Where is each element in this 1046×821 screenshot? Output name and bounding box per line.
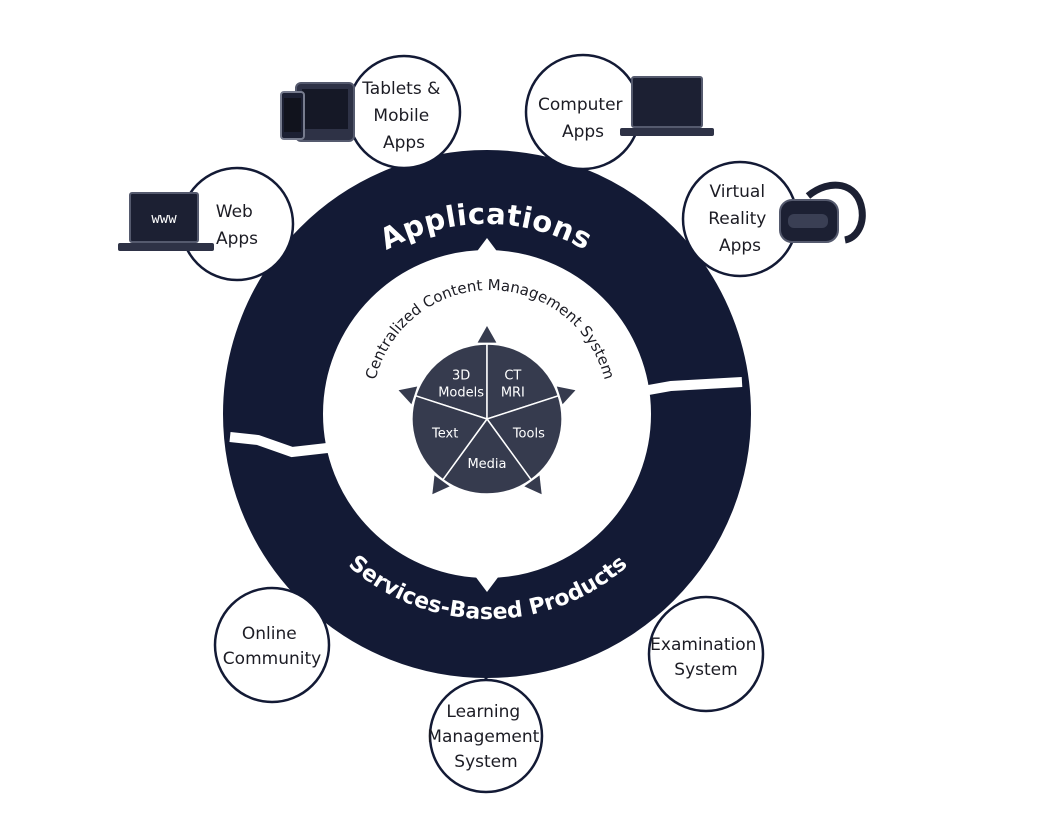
tablet-phone-icon	[280, 82, 355, 142]
vertex-arrow-icon	[524, 475, 542, 495]
service-exam-line2: System	[674, 660, 737, 680]
app-vr-line1: Virtual	[710, 182, 766, 202]
app-bubble-tablets-text: Tablets & Mobile Apps	[361, 79, 446, 153]
app-tablets-line1: Tablets &	[361, 79, 440, 99]
service-community-line2: Community	[223, 649, 321, 669]
www-text: www	[151, 211, 177, 227]
service-bubble-lms: Learning Management System	[427, 678, 544, 794]
ring-gap-left	[229, 432, 346, 458]
cms-slice-label-line2: Models	[438, 385, 484, 400]
app-tablets-line2: Mobile	[373, 106, 429, 126]
laptop-icon	[620, 76, 714, 136]
cms-core: Centralized Content Management System 3D…	[362, 276, 618, 495]
cms-slice-label-line1: 3D	[452, 368, 470, 383]
cms-slice-label-line1: CT	[504, 368, 521, 383]
down-arrow-icon	[475, 560, 499, 592]
app-computer-line1: Computer	[538, 95, 623, 115]
outer-ring: Applications Services-Based Products	[223, 150, 751, 678]
cms-slice-label: 3D Models	[438, 368, 484, 400]
cms-slice	[411, 394, 489, 481]
cms-slice	[486, 343, 560, 421]
service-exam-line1: Examination	[650, 635, 756, 655]
app-bubble-vr-text: Virtual Reality Apps	[708, 182, 772, 256]
service-exam-text: Examination System	[650, 635, 762, 680]
app-vr-line2: Reality	[708, 209, 766, 229]
service-community-text: Online Community	[223, 624, 321, 669]
app-tablets-line3: Apps	[383, 133, 425, 153]
app-web-line2: Apps	[216, 229, 258, 249]
app-bubble-web: Web Apps	[179, 166, 295, 282]
app-vr-line3: Apps	[719, 236, 761, 256]
service-lms-line1: Learning	[446, 702, 520, 722]
app-bubble-computer: Computer Apps	[524, 53, 642, 171]
vr-headset-icon	[779, 181, 866, 244]
ring-gap-right	[631, 377, 743, 398]
cms-slice	[441, 417, 533, 495]
app-bubble-web-text: Web Apps	[216, 202, 258, 249]
service-lms-line3: System	[454, 752, 517, 772]
up-arrow-icon	[475, 238, 499, 268]
app-bubble-computer-text: Computer Apps	[538, 95, 628, 142]
service-community-line1: Online	[242, 624, 297, 644]
cms-slice-label: Media	[467, 457, 506, 472]
app-bubble-tablets: Tablets & Mobile Apps	[346, 54, 462, 170]
service-lms-line2: Management	[427, 727, 539, 747]
vertex-arrow-icon	[477, 326, 497, 343]
laptop-www-icon: www	[118, 192, 214, 251]
cms-slice-label: Tools	[512, 427, 545, 442]
cms-slice-label-line2: MRI	[501, 385, 525, 400]
app-web-line1: Web	[216, 202, 253, 222]
app-computer-line2: Apps	[562, 122, 604, 142]
vertex-arrow-icon	[432, 475, 450, 495]
service-lms-text: Learning Management System	[427, 702, 544, 772]
vertex-arrow-icon	[398, 386, 418, 405]
cms-slice	[485, 394, 563, 481]
service-bubble-community: Online Community	[213, 586, 331, 704]
vertex-arrow-icon	[556, 386, 576, 405]
cms-slice-label: CT MRI	[501, 368, 525, 400]
service-bubble-exam: Examination System	[647, 595, 765, 713]
cms-slice	[414, 343, 488, 421]
app-bubble-vr: Virtual Reality Apps	[681, 160, 799, 278]
cms-slice-label: Text	[431, 427, 458, 442]
outer-ring-band	[223, 150, 751, 678]
